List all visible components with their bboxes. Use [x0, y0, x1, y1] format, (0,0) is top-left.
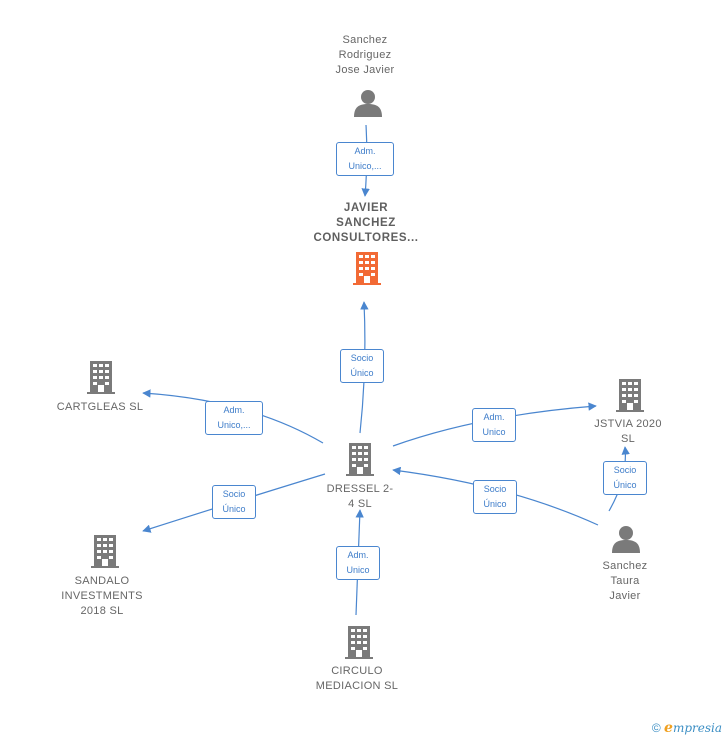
- building-icon[interactable]: [345, 626, 373, 659]
- building-icon[interactable]: [91, 535, 119, 568]
- edge-label-socio-unico[interactable]: Socio Único: [603, 461, 647, 495]
- node-label: Sanchez Taura Javier: [602, 560, 648, 602]
- node-label: JSTVIA 2020 SL: [594, 418, 662, 445]
- edge-label-socio-unico[interactable]: Adm. Unico: [336, 546, 380, 580]
- node-label: CARTGLEAS SL: [56, 401, 144, 413]
- building-icon[interactable]: [346, 443, 374, 476]
- node-label: Sanchez Rodriguez Jose Javier: [335, 34, 395, 76]
- node-jstvia[interactable]: JSTVIA 2020 SL: [580, 417, 676, 447]
- edge-label-adm-unico[interactable]: Adm. Unico,...: [336, 142, 394, 176]
- empresia-logo-text: mpresia: [672, 721, 722, 735]
- building-icon[interactable]: [87, 361, 115, 394]
- node-sandalo[interactable]: SANDALO INVESTMENTS 2018 SL: [50, 574, 154, 619]
- building-icon[interactable]: [353, 252, 381, 285]
- node-label: DRESSEL 2- 4 SL: [326, 483, 394, 510]
- edge-label-adm-unico[interactable]: Socio Único: [473, 480, 517, 514]
- node-label: JAVIER SANCHEZ CONSULTORES...: [313, 202, 419, 244]
- node-label: SANDALO INVESTMENTS 2018 SL: [61, 575, 143, 617]
- empresia-logo-mark: e: [664, 720, 673, 736]
- node-javier-sanchez-consultores[interactable]: JAVIER SANCHEZ CONSULTORES...: [300, 201, 432, 246]
- building-icon[interactable]: [616, 379, 644, 412]
- node-cartgleas[interactable]: CARTGLEAS SL: [45, 400, 155, 415]
- node-dressel[interactable]: DRESSEL 2- 4 SL: [310, 482, 410, 512]
- person-icon[interactable]: [612, 526, 640, 553]
- edge-label-adm-unico[interactable]: Adm. Unico,...: [205, 401, 263, 435]
- copyright-symbol: ©: [651, 721, 661, 735]
- person-icon[interactable]: [354, 90, 382, 117]
- edge-label-socio-unico[interactable]: Socio Único: [212, 485, 256, 519]
- edge-label-adm-unico[interactable]: Adm. Unico: [472, 408, 516, 442]
- footer-brand: © empresia: [652, 720, 722, 736]
- node-sanchez-rodriguez[interactable]: Sanchez Rodriguez Jose Javier: [315, 33, 415, 78]
- node-label: CIRCULO MEDIACION SL: [315, 665, 399, 692]
- edge-label-socio-unico[interactable]: Socio Único: [340, 349, 384, 383]
- node-sanchez-taura[interactable]: Sanchez Taura Javier: [577, 559, 673, 604]
- node-circulo[interactable]: CIRCULO MEDIACION SL: [300, 664, 414, 694]
